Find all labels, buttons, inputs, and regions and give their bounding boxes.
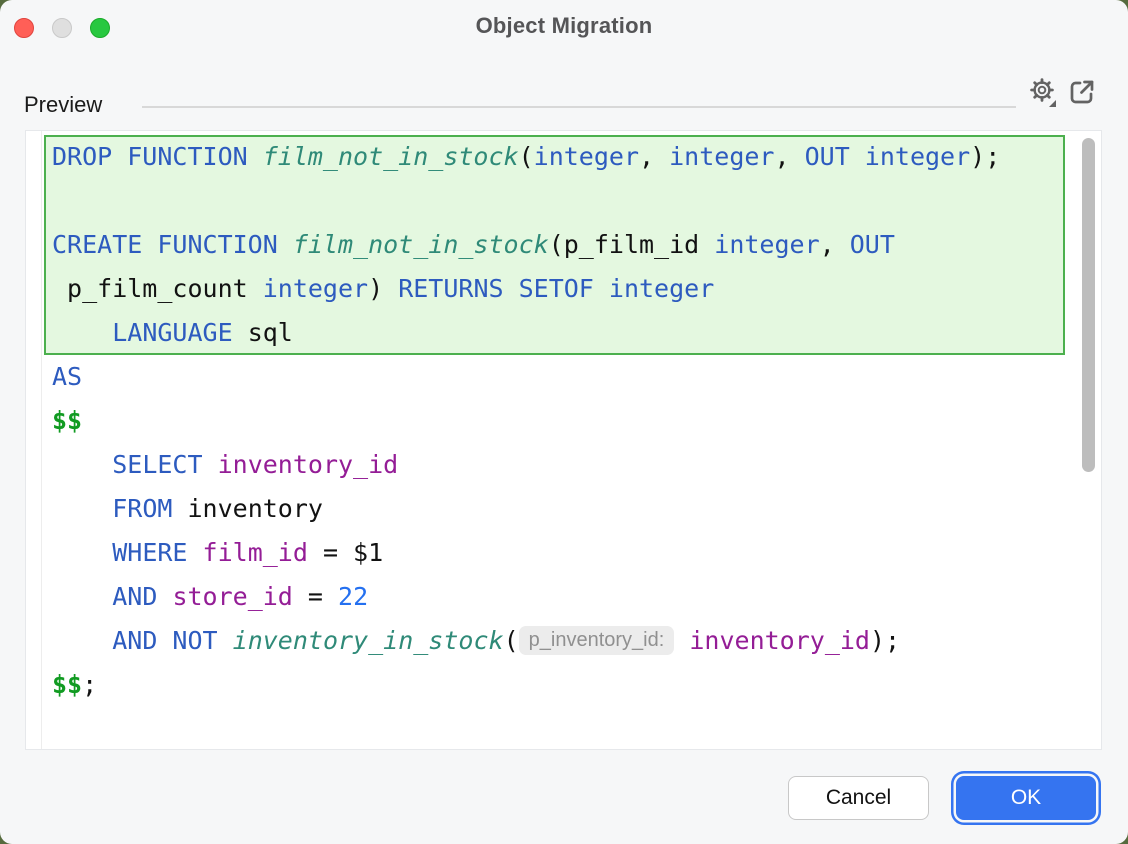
- code-line: AND store_id = 22: [26, 575, 1087, 619]
- code-token: );: [869, 626, 901, 655]
- code-token: [157, 582, 172, 611]
- code-token: AS: [52, 362, 83, 391]
- code-token: integer: [533, 142, 640, 171]
- code-token: OUT: [849, 230, 895, 259]
- code-token: WHERE: [112, 538, 188, 567]
- code-token: OUT integer: [804, 142, 971, 171]
- code-token: =: [292, 582, 339, 611]
- code-line: LANGUAGE sql: [26, 311, 1087, 355]
- code-token: [52, 450, 112, 479]
- code-token: = $1: [307, 538, 384, 567]
- code-line: SELECT inventory_id: [26, 443, 1087, 487]
- code-line: $$;: [26, 663, 1087, 707]
- code-line: CREATE FUNCTION film_not_in_stock(p_film…: [26, 223, 1087, 267]
- parameter-hint-pill: p_inventory_id:: [518, 626, 675, 655]
- section-divider: [142, 106, 1016, 108]
- code-token: film_id: [202, 538, 308, 567]
- code-token: integer: [714, 230, 820, 259]
- code-token: RETURNS SETOF integer: [398, 274, 715, 303]
- code-token: $$: [52, 670, 83, 699]
- code-token: sql: [232, 318, 293, 347]
- code-token: (: [503, 626, 519, 655]
- dropdown-arrow-icon: [1049, 100, 1056, 107]
- code-token: $$: [52, 406, 83, 435]
- code-token: (p_film_id: [548, 230, 715, 259]
- minimize-button: [52, 18, 72, 38]
- migration-highlight: [44, 135, 1065, 355]
- title-bar[interactable]: Object Migration: [0, 0, 1128, 56]
- code-token: (: [518, 142, 534, 171]
- sql-code: DROP FUNCTION film_not_in_stock(integer,…: [26, 135, 1087, 707]
- code-token: film_not_in_stock: [292, 230, 549, 259]
- code-token: inventory_in_stock: [232, 626, 504, 655]
- code-token: [187, 538, 202, 567]
- editor-gutter: [26, 131, 42, 749]
- code-token: [52, 318, 112, 347]
- code-token: 22: [338, 582, 369, 611]
- zoom-button[interactable]: [90, 18, 110, 38]
- traffic-lights: [14, 18, 110, 38]
- code-token: integer: [669, 142, 775, 171]
- code-line: AND NOT inventory_in_stock(p_inventory_i…: [26, 619, 1087, 663]
- close-button[interactable]: [14, 18, 34, 38]
- code-token: [52, 494, 112, 523]
- open-in-new-window-icon[interactable]: [1066, 76, 1098, 110]
- code-token: [674, 626, 689, 655]
- code-token: store_id: [172, 582, 293, 611]
- code-token: ): [368, 274, 399, 303]
- code-token: [52, 582, 112, 611]
- code-line: FROM inventory: [26, 487, 1087, 531]
- code-line: [26, 179, 1087, 223]
- code-token: AND: [112, 582, 158, 611]
- code-token: ,: [819, 230, 850, 259]
- code-token: CREATE FUNCTION: [52, 230, 293, 259]
- code-line: $$: [26, 399, 1087, 443]
- code-token: DROP FUNCTION: [52, 142, 263, 171]
- code-token: SELECT: [112, 450, 203, 479]
- code-token: ;: [82, 670, 98, 699]
- code-token: );: [970, 142, 1001, 171]
- code-token: AND NOT: [112, 626, 218, 655]
- code-token: inventory_id: [217, 450, 399, 479]
- settings-gear-icon[interactable]: [1027, 76, 1059, 110]
- code-line: AS: [26, 355, 1087, 399]
- code-token: LANGUAGE: [112, 318, 233, 347]
- code-token: film_not_in_stock: [262, 142, 519, 171]
- code-token: inventory: [172, 494, 323, 523]
- sql-preview-editor[interactable]: DROP FUNCTION film_not_in_stock(integer,…: [25, 130, 1102, 750]
- code-token: ,: [774, 142, 805, 171]
- cancel-button[interactable]: Cancel: [788, 776, 929, 820]
- code-line: DROP FUNCTION film_not_in_stock(integer,…: [26, 135, 1087, 179]
- code-token: p_film_count: [52, 274, 263, 303]
- code-token: [203, 450, 218, 479]
- preview-section-label: Preview: [24, 92, 103, 117]
- code-token: ,: [639, 142, 670, 171]
- code-token: [52, 538, 112, 567]
- vertical-scrollbar-thumb[interactable]: [1082, 138, 1095, 472]
- code-token: [52, 626, 112, 655]
- code-line: WHERE film_id = $1: [26, 531, 1087, 575]
- code-token: integer: [262, 274, 369, 303]
- ok-button[interactable]: OK: [956, 776, 1096, 820]
- code-token: [218, 626, 233, 655]
- code-token: inventory_id: [689, 626, 870, 655]
- code-token: FROM: [112, 494, 173, 523]
- window-title: Object Migration: [475, 13, 653, 38]
- code-line: p_film_count integer) RETURNS SETOF inte…: [26, 267, 1087, 311]
